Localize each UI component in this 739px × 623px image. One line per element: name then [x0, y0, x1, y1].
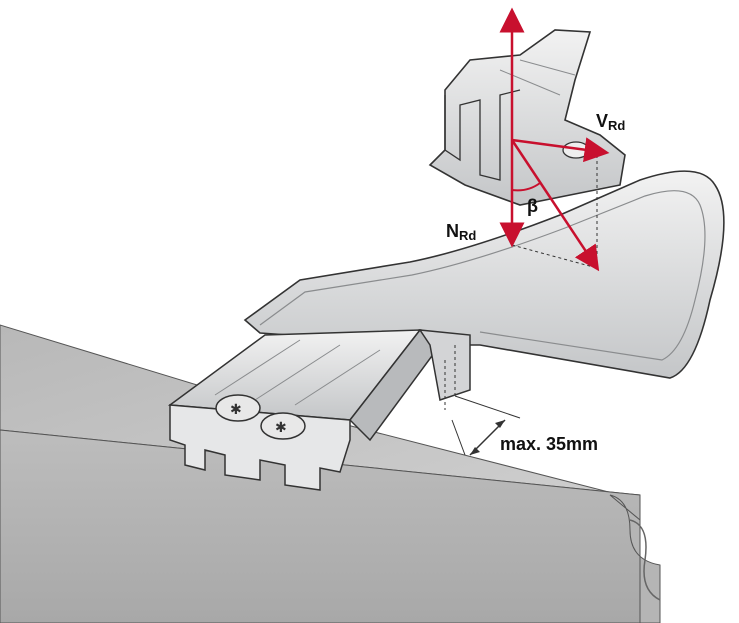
bracket-vertical-leg [418, 329, 471, 401]
screw-star-1: ✱ [230, 401, 242, 417]
vrd-arrow [511, 137, 610, 163]
top-clamp [428, 29, 626, 206]
nrd-label: NRd [446, 221, 476, 243]
bracket-body [243, 170, 725, 379]
panel-front-face [0, 429, 641, 623]
nrd-label-sub: Rd [459, 228, 476, 243]
bracket-inner-line [259, 190, 706, 361]
screw-star-2: ✱ [275, 419, 287, 435]
panel [0, 324, 661, 623]
bracket [243, 170, 725, 379]
dimension-marker [451, 395, 521, 456]
resultant-arrow [510, 139, 600, 272]
vrd-label-main: V [596, 111, 608, 131]
screw-head-2 [260, 412, 306, 440]
clamp-profile [444, 89, 521, 181]
beta-label: β [527, 196, 538, 216]
screw-head-1 [215, 394, 261, 422]
base-rail: ✱ ✱ [167, 328, 471, 491]
panel-rounded-edge [609, 494, 661, 623]
nrd-label-main: N [446, 221, 459, 241]
vrd-label: VRd [596, 111, 625, 133]
dimension-label: max. 35mm [500, 434, 598, 454]
force-vectors [499, 7, 610, 272]
clamp-body [428, 29, 626, 206]
vrd-label-sub: Rd [608, 118, 625, 133]
panel-groove [629, 519, 661, 601]
beta-angle-arc [511, 182, 541, 192]
